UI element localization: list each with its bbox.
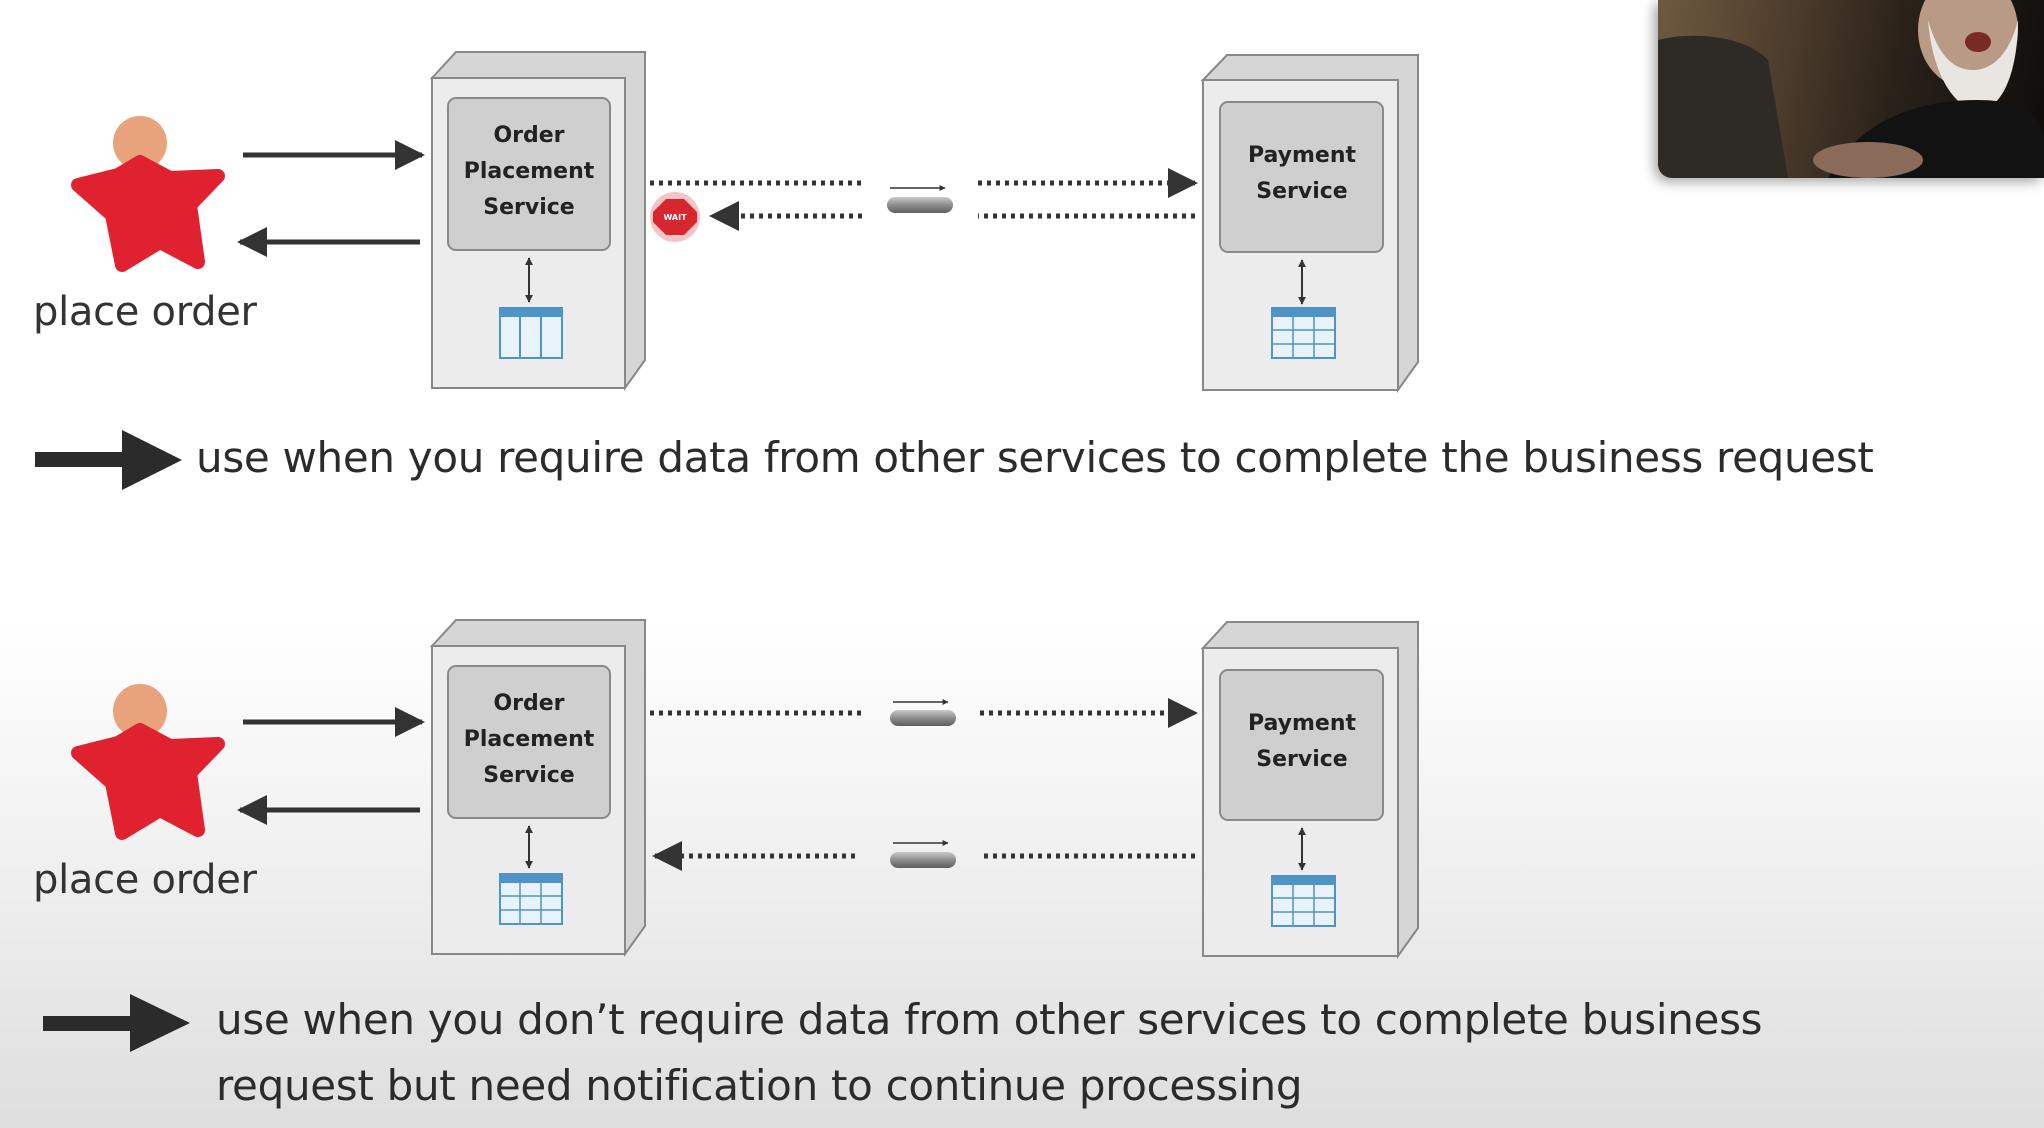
payment-service-label-1: Payment bbox=[1248, 143, 1357, 168]
order-placement-server-icon: Order Placement Service bbox=[429, 51, 646, 392]
person-icon bbox=[71, 116, 225, 272]
actor-label: place order bbox=[33, 857, 257, 903]
order-placement-service-panel bbox=[447, 97, 611, 251]
order-service-label-1: Order bbox=[493, 123, 564, 148]
request-reply-diagram: Order Placement Service Payment Service bbox=[35, 51, 1419, 490]
payment-service-label-2: Service bbox=[1256, 747, 1347, 772]
payment-service-label-1: Payment bbox=[1248, 711, 1357, 736]
order-placement-server-icon: Order Placement Service bbox=[429, 619, 646, 958]
caption-notification-line-2: request but need notification to continu… bbox=[216, 1061, 1303, 1110]
payment-service-panel bbox=[1219, 101, 1384, 253]
order-placement-service-panel bbox=[447, 665, 611, 819]
presenter-webcam bbox=[1658, 0, 2044, 178]
order-service-label-2: Placement bbox=[464, 727, 595, 752]
actor-label: place order bbox=[33, 289, 257, 335]
database-icon bbox=[1271, 307, 1336, 359]
database-icon bbox=[499, 873, 563, 925]
message-queue-icon bbox=[887, 185, 953, 213]
payment-server-icon: Payment Service bbox=[1200, 54, 1419, 394]
stop-sign-icon: WAIT bbox=[650, 192, 700, 242]
payment-service-panel bbox=[1219, 669, 1384, 821]
caption-request-reply: use when you require data from other ser… bbox=[196, 433, 1874, 482]
stop-sign-text: WAIT bbox=[663, 213, 687, 222]
order-service-label-2: Placement bbox=[464, 159, 595, 184]
notification-diagram: Order Placement Service Payment Service bbox=[43, 619, 1419, 1052]
database-icon bbox=[499, 307, 563, 359]
payment-server-icon: Payment Service bbox=[1200, 621, 1419, 960]
order-service-label-3: Service bbox=[483, 763, 574, 788]
bullet-arrow-icon bbox=[43, 994, 190, 1052]
bullet-arrow-icon bbox=[35, 430, 182, 490]
order-service-label-1: Order bbox=[493, 691, 564, 716]
order-service-label-3: Service bbox=[483, 195, 574, 220]
message-queue-icon bbox=[890, 840, 956, 868]
message-queue-icon bbox=[890, 699, 956, 726]
caption-notification-line-1: use when you don’t require data from oth… bbox=[216, 995, 1763, 1044]
payment-service-label-2: Service bbox=[1256, 179, 1347, 204]
presenter-video-frame bbox=[1658, 0, 2044, 178]
person-icon bbox=[71, 684, 225, 840]
database-icon bbox=[1271, 875, 1336, 927]
